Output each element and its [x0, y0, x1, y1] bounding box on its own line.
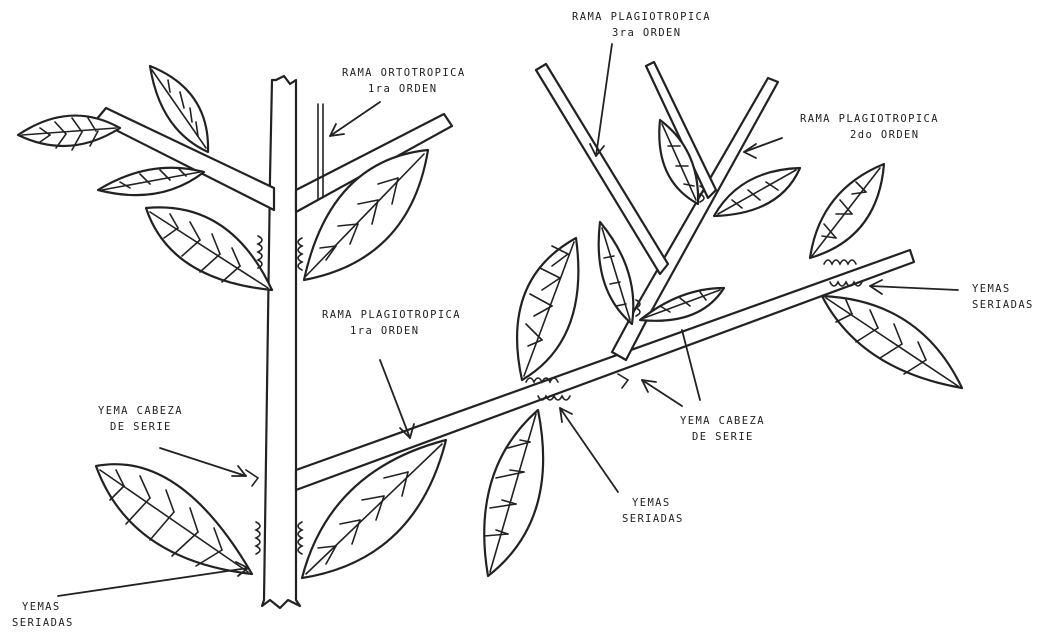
label-line: YEMA CABEZA: [98, 405, 183, 417]
label-line: RAMA PLAGIOTROPICA: [800, 113, 939, 125]
label-line: 2do ORDEN: [850, 129, 920, 141]
leaf-upper-left-3: [98, 168, 204, 195]
label-yemas-seriadas-right: YEMAS SERIADAS: [972, 283, 1034, 311]
label-yema-cabeza-left: YEMA CABEZA DE SERIE: [98, 405, 183, 433]
label-line: RAMA ORTOTROPICA: [342, 67, 466, 79]
leaf-right-down: [822, 296, 962, 388]
label-yemas-seriadas-mid: YEMAS SERIADAS: [622, 497, 684, 525]
main-stem: [262, 76, 300, 608]
label-line: SERIADAS: [622, 513, 684, 525]
label-line: RAMA PLAGIOTROPICA: [572, 11, 711, 23]
label-rama-plagiotropica-1: RAMA PLAGIOTROPICA 1ra ORDEN: [322, 309, 461, 337]
label-line: SERIADAS: [12, 617, 74, 629]
label-rama-plagiotropica-2: RAMA PLAGIOTROPICA 2do ORDEN: [800, 113, 939, 141]
label-line: DE SERIE: [110, 421, 172, 433]
label-line: 1ra ORDEN: [368, 83, 438, 95]
label-rama-ortotropica: RAMA ORTOTROPICA 1ra ORDEN: [342, 67, 466, 95]
label-yemas-seriadas-bottom: YEMAS SERIADAS: [12, 601, 74, 629]
label-line: 3ra ORDEN: [612, 27, 682, 39]
label-line: YEMAS: [22, 601, 61, 613]
label-line: YEMAS: [972, 283, 1011, 295]
leaf-upper-left-1: [18, 116, 120, 150]
label-line: YEMA CABEZA: [680, 415, 765, 427]
leaf-mid-down: [484, 410, 543, 576]
leaf-branch2-1: [599, 222, 634, 324]
leaf-right-up: [810, 164, 884, 258]
leaf-mid-up: [517, 238, 578, 380]
label-line: 1ra ORDEN: [350, 325, 420, 337]
label-yema-cabeza-right: YEMA CABEZA DE SERIE: [680, 415, 765, 443]
leaf-upper-left-4: [146, 207, 272, 290]
label-line: SERIADAS: [972, 299, 1034, 311]
label-line: YEMAS: [632, 497, 671, 509]
label-line: RAMA PLAGIOTROPICA: [322, 309, 461, 321]
label-line: DE SERIE: [692, 431, 754, 443]
leaf-bottom-left: [96, 464, 252, 574]
label-rama-plagiotropica-3: RAMA PLAGIOTROPICA 3ra ORDEN: [572, 11, 711, 39]
